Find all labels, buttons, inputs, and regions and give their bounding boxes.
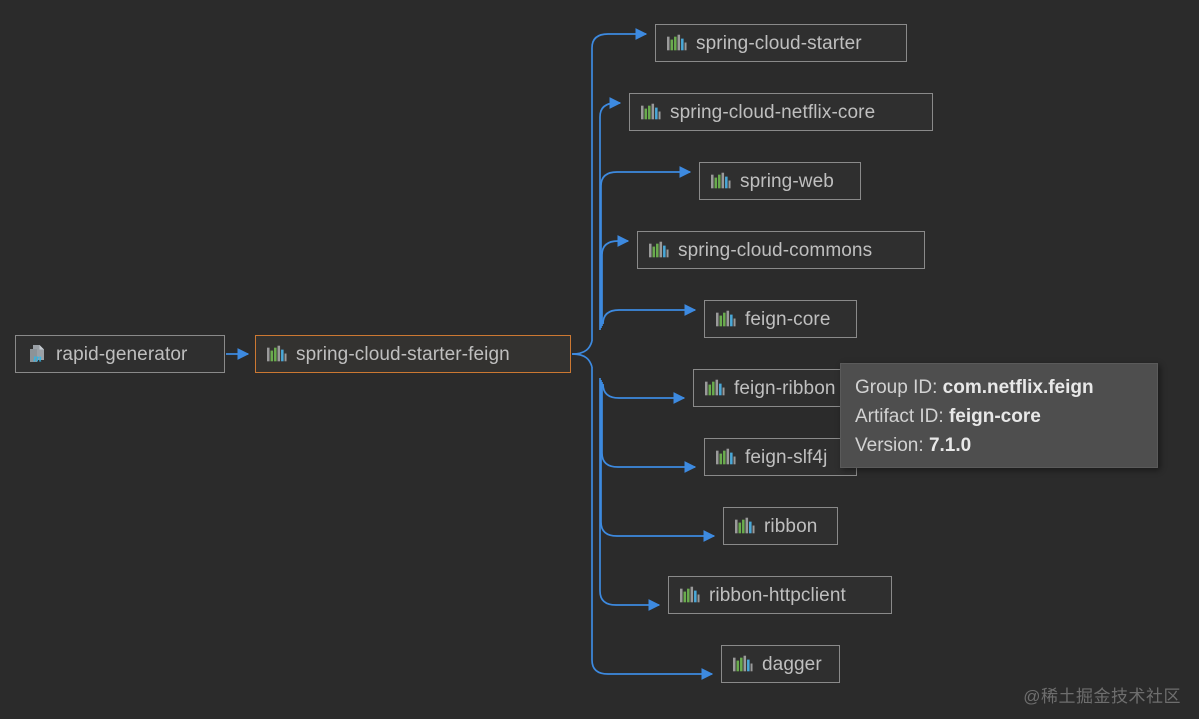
library-icon <box>649 241 669 259</box>
graph-node-label: spring-cloud-commons <box>678 239 873 261</box>
graph-node-spring-cloud-starter-feign[interactable]: spring-cloud-starter-feign <box>255 335 571 373</box>
graph-node-label: rapid-generator <box>56 343 188 365</box>
graph-node-label: feign-core <box>745 308 831 330</box>
graph-node-label: dagger <box>762 653 822 675</box>
edge-to-feign-slf4j <box>601 382 697 473</box>
tooltip-group-id-value: com.netflix.feign <box>942 377 1094 398</box>
tooltip-artifact-id-value: feign-core <box>948 406 1041 427</box>
graph-node-feign-ribbon[interactable]: feign-ribbon <box>693 369 865 407</box>
tooltip-version-value: 7.1.0 <box>928 435 972 456</box>
edge-to-feign-core <box>602 304 697 325</box>
library-icon <box>711 172 731 190</box>
tooltip-version-label: Version: <box>855 435 929 456</box>
graph-node-spring-cloud-starter[interactable]: spring-cloud-starter <box>655 24 907 62</box>
dependency-tooltip: Group ID: com.netflix.feign Artifact ID:… <box>840 363 1158 468</box>
graph-node-feign-slf4j[interactable]: feign-slf4j <box>704 438 857 476</box>
graph-node-spring-web[interactable]: spring-web <box>699 162 861 200</box>
library-icon <box>716 310 736 328</box>
edge-parent-trunk-up <box>571 340 593 355</box>
graph-node-spring-cloud-netflix-core[interactable]: spring-cloud-netflix-core <box>629 93 933 131</box>
edge-to-ribbon-httpclient <box>599 378 661 611</box>
edge-parent-trunk-down <box>571 353 593 368</box>
library-icon <box>680 586 700 604</box>
edge-to-feign-ribbon <box>602 383 686 404</box>
library-icon <box>267 345 287 363</box>
graph-node-label: ribbon <box>764 515 818 537</box>
edge-to-spring-cloud-netflix-core <box>599 97 622 330</box>
library-icon <box>641 103 661 121</box>
graph-node-label: spring-web <box>740 170 834 192</box>
maven-module-icon: m <box>27 344 47 364</box>
graph-node-label: feign-ribbon <box>734 377 836 399</box>
edge-to-dagger <box>591 367 714 680</box>
tooltip-artifact-id-label: Artifact ID: <box>855 406 949 427</box>
graph-node-label: ribbon-httpclient <box>709 584 846 606</box>
graph-node-dagger[interactable]: dagger <box>721 645 840 683</box>
graph-node-spring-cloud-commons[interactable]: spring-cloud-commons <box>637 231 925 269</box>
edge-to-spring-cloud-commons <box>601 235 630 326</box>
edge-to-spring-cloud-starter <box>591 28 648 341</box>
graph-node-rapid-generator[interactable]: m rapid-generator <box>15 335 225 373</box>
graph-node-ribbon[interactable]: ribbon <box>723 507 838 545</box>
svg-text:m: m <box>33 352 42 364</box>
graph-node-label: spring-cloud-starter <box>696 32 862 54</box>
library-icon <box>705 379 725 397</box>
library-icon <box>667 34 687 52</box>
graph-node-feign-core[interactable]: feign-core <box>704 300 857 338</box>
library-icon <box>733 655 753 673</box>
library-icon <box>735 517 755 535</box>
tooltip-row-version: Version: 7.1.0 <box>855 431 1143 460</box>
tooltip-row-artifact-id: Artifact ID: feign-core <box>855 402 1143 431</box>
graph-node-ribbon-httpclient[interactable]: ribbon-httpclient <box>668 576 892 614</box>
graph-node-label: feign-slf4j <box>745 446 828 468</box>
tooltip-group-id-label: Group ID: <box>855 377 943 398</box>
library-icon <box>716 448 736 466</box>
tooltip-row-group-id: Group ID: com.netflix.feign <box>855 373 1143 402</box>
watermark: @稀土掘金技术社区 <box>1023 687 1181 706</box>
graph-node-label: spring-cloud-netflix-core <box>670 101 876 123</box>
graph-node-label: spring-cloud-starter-feign <box>296 343 510 365</box>
